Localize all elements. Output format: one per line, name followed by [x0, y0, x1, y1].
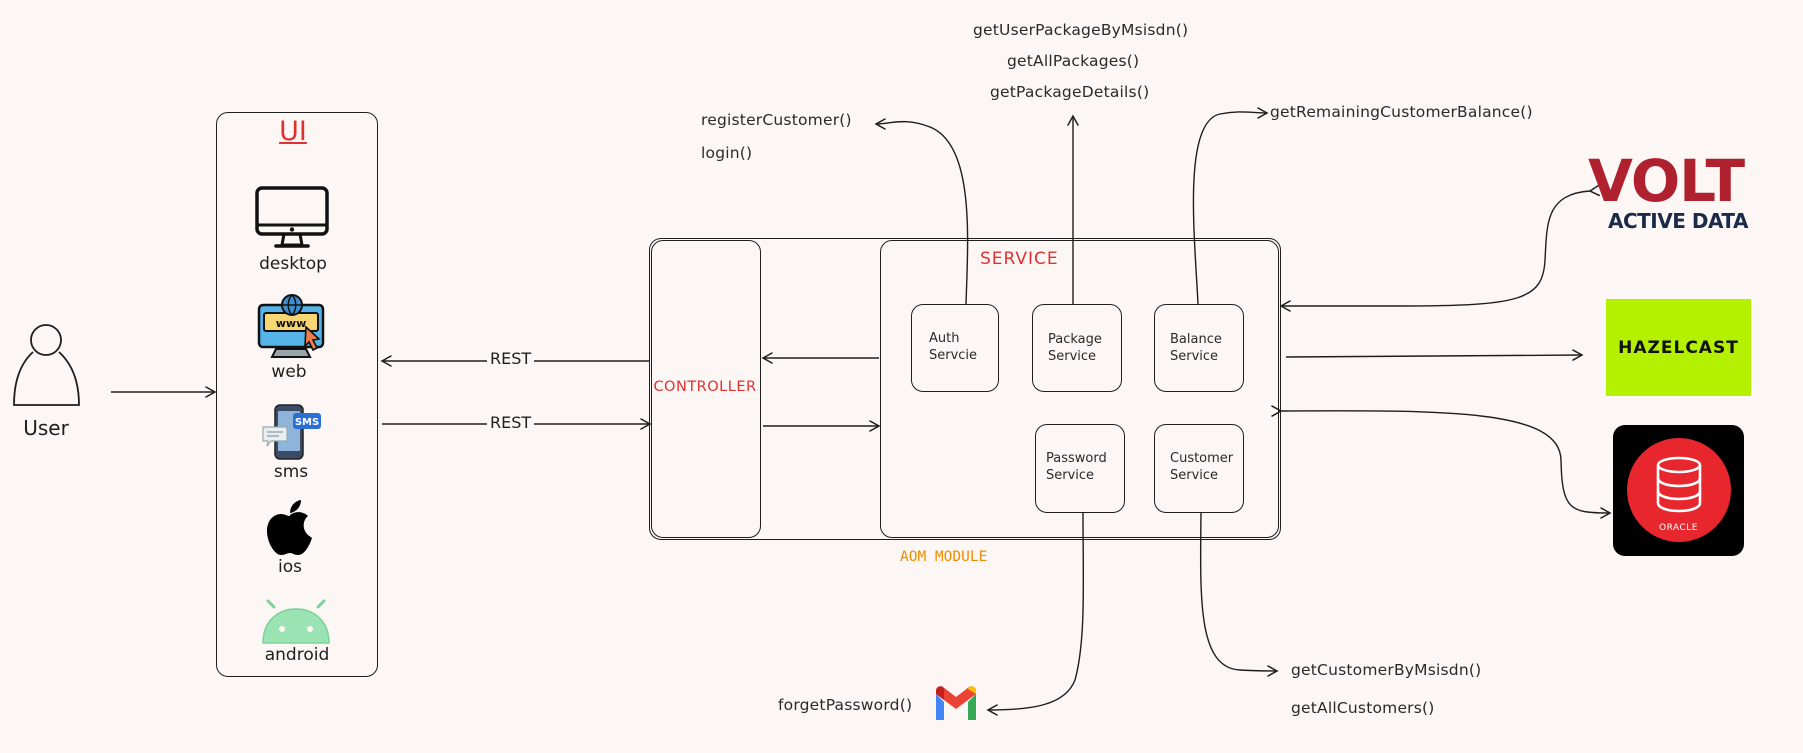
ui-item-ios-label: ios — [278, 557, 302, 577]
package-service-box — [1032, 304, 1122, 392]
balance-method-remaining: getRemainingCustomerBalance() — [1270, 103, 1533, 121]
rest-label-top: REST — [487, 349, 535, 368]
package-method-details: getPackageDetails() — [990, 83, 1150, 101]
package-method-by-msisdn: getUserPackageByMsisdn() — [973, 21, 1189, 39]
volt-logo-title: VOLT — [1588, 147, 1745, 215]
gmail-icon — [936, 686, 976, 720]
ui-panel-title: UI — [279, 116, 307, 147]
ui-panel — [216, 112, 378, 677]
volt-logo-subtitle: ACTIVE DATA — [1608, 209, 1748, 233]
password-service-box — [1035, 424, 1125, 513]
auth-method-login: login() — [701, 144, 753, 162]
user-figure-icon — [13, 324, 80, 406]
volt-active-data-logo: VOLT ACTIVE DATA — [1588, 152, 1770, 236]
arrow-module-to-hazelcast — [1285, 349, 1584, 361]
customer-method-by-msisdn: getCustomerByMsisdn() — [1291, 661, 1482, 679]
customer-service-box — [1154, 424, 1244, 513]
oracle-logo-text: ORACLE — [1659, 523, 1698, 533]
web-browser-icon: www — [257, 294, 325, 358]
svg-text:SMS: SMS — [295, 417, 319, 428]
arrow-volt-to-module — [1279, 184, 1601, 312]
package-method-all: getAllPackages() — [1007, 52, 1140, 70]
ui-item-web-label: web — [271, 362, 307, 382]
balance-service-box — [1154, 304, 1244, 392]
oracle-database-icon — [1627, 438, 1731, 542]
controller-label: CONTROLLER — [653, 379, 757, 395]
auth-service-box — [911, 304, 999, 392]
arrow-password-methods — [986, 512, 1085, 716]
aom-module-box — [649, 238, 1281, 540]
apple-icon — [267, 500, 312, 555]
auth-method-register: registerCustomer() — [701, 111, 852, 129]
customer-method-all: getAllCustomers() — [1291, 699, 1435, 717]
ui-item-sms-label: sms — [273, 462, 309, 482]
svg-text:www: www — [276, 317, 307, 330]
ui-item-android-label: android — [264, 645, 330, 665]
hazelcast-logo: HAZELCAST — [1606, 299, 1751, 396]
password-method-forget: forgetPassword() — [778, 696, 913, 714]
controller-box — [651, 240, 761, 538]
service-group-label: SERVICE — [980, 249, 1059, 269]
android-icon — [262, 599, 330, 644]
arrow-module-to-oracle — [1271, 405, 1612, 519]
arrow-customer-methods — [1199, 512, 1279, 677]
sms-phone-icon: SMS — [262, 404, 321, 460]
arrow-balance-methods — [1192, 107, 1269, 305]
rest-label-bottom: REST — [487, 413, 535, 432]
service-group-box — [880, 240, 1279, 538]
desktop-monitor-icon — [255, 186, 329, 248]
oracle-logo: ORACLE — [1613, 425, 1744, 556]
ui-item-desktop-label: desktop — [259, 254, 327, 274]
user-label: User — [23, 416, 69, 440]
arrow-auth-methods — [874, 118, 969, 305]
aom-module-label: AOM MODULE — [900, 549, 988, 565]
hazelcast-logo-text: HAZELCAST — [1618, 337, 1739, 358]
